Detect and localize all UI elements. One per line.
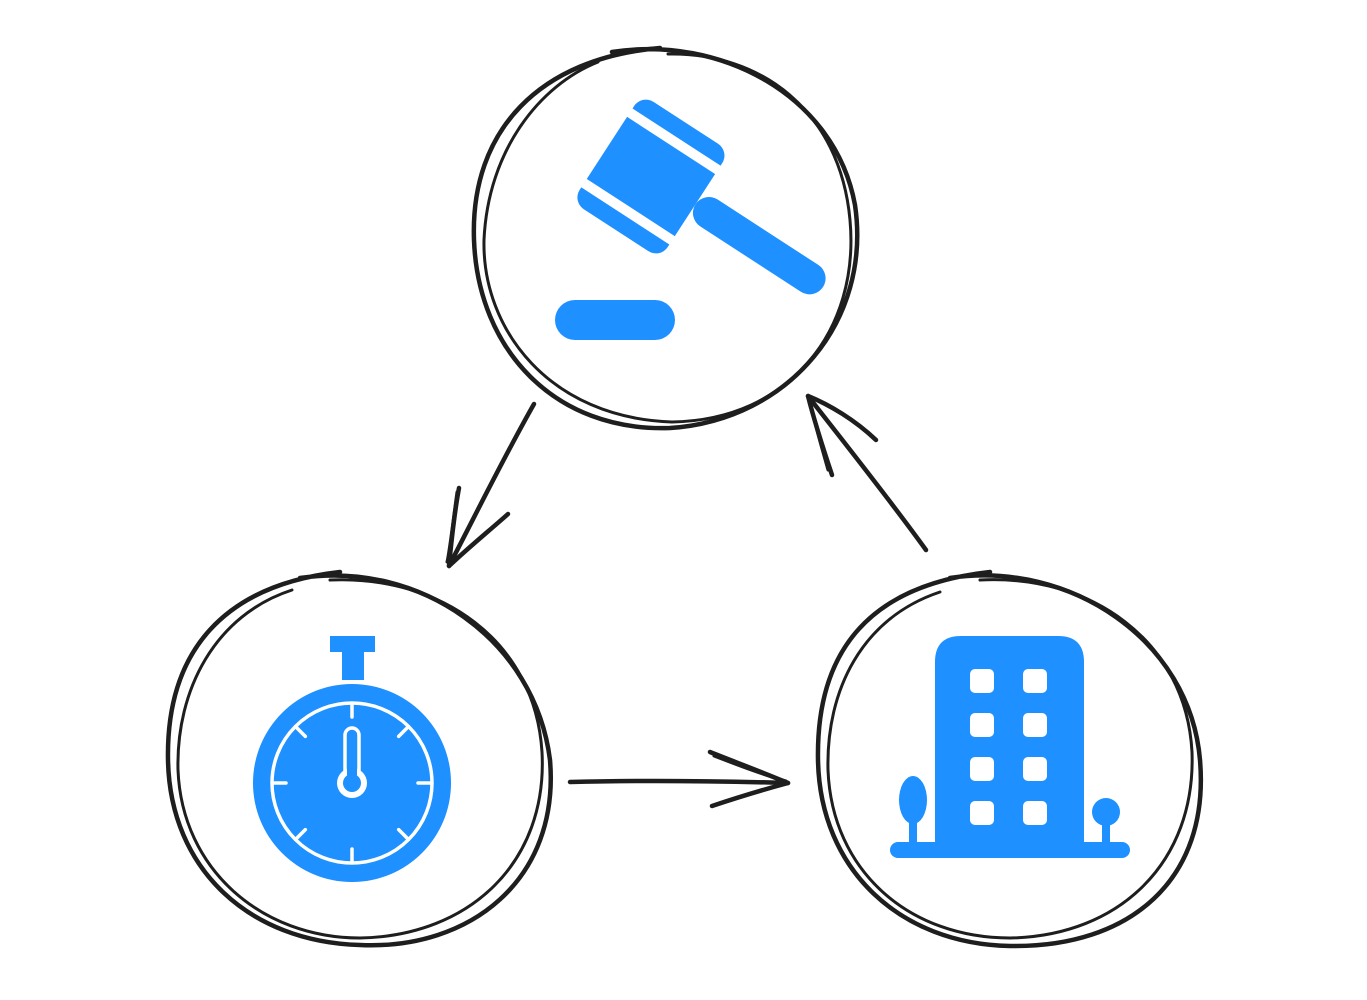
- edge-top-to-bottom-left: [445, 401, 537, 569]
- building-window: [970, 757, 994, 781]
- node-bottom-right-circle: [815, 569, 1204, 949]
- edge-bottom-left-to-bottom-right: [567, 749, 791, 809]
- stopwatch-tick: [396, 827, 409, 840]
- node-bottom-left-circle: [165, 569, 554, 948]
- arrow-shaft: [567, 778, 791, 786]
- arrow-shaft: [805, 393, 929, 553]
- gavel-icon: [555, 99, 826, 340]
- building-window: [1023, 801, 1047, 825]
- node-bottom-right: [815, 569, 1204, 949]
- building-window: [1023, 757, 1047, 781]
- node-top-circle: [471, 45, 860, 431]
- building-window: [970, 669, 994, 693]
- node-top: [471, 45, 860, 431]
- building-window: [1023, 669, 1047, 693]
- stopwatch-tick: [396, 726, 409, 739]
- arrow-shaft: [446, 401, 537, 569]
- node-bottom-left: [165, 569, 554, 948]
- building-icon: [890, 636, 1130, 858]
- building-window: [970, 801, 994, 825]
- arrowhead: [707, 749, 791, 809]
- stopwatch-tick: [295, 726, 308, 739]
- stopwatch-icon: [253, 636, 451, 882]
- stopwatch-tick: [295, 827, 308, 840]
- building-window: [970, 713, 994, 737]
- edge-bottom-right-to-top: [805, 393, 929, 553]
- building-window: [1023, 713, 1047, 737]
- arrowhead: [446, 485, 511, 569]
